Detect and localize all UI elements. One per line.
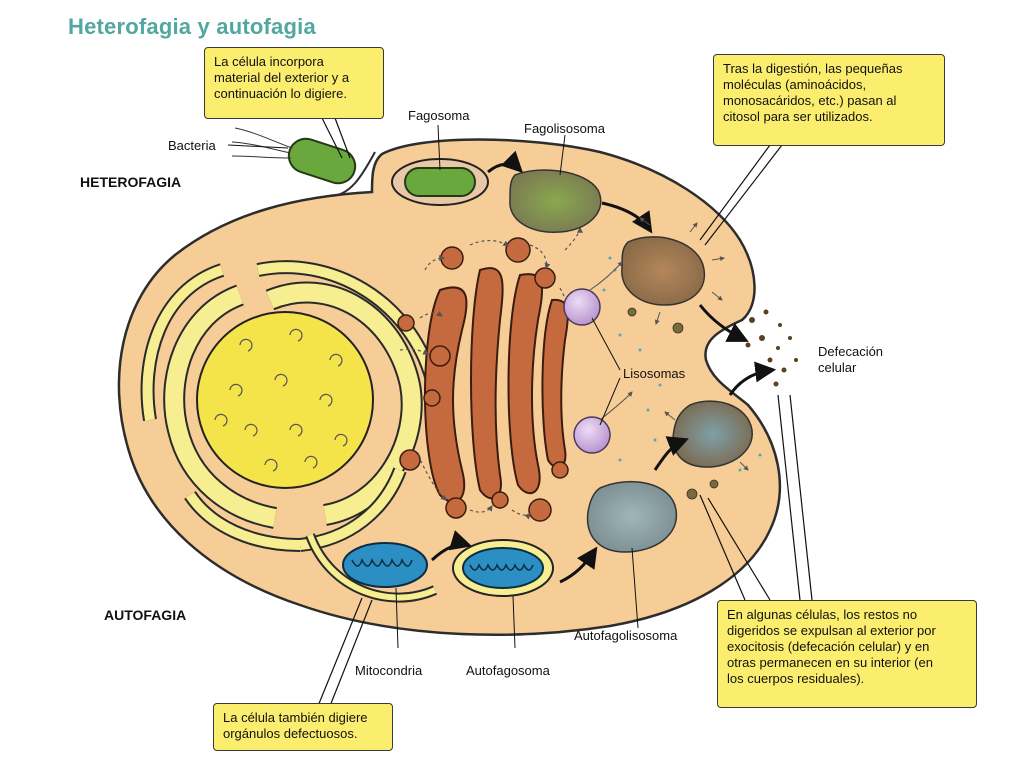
golgi-vesicles bbox=[397, 237, 569, 522]
excreted-particles bbox=[745, 309, 798, 387]
bacteria bbox=[231, 127, 357, 185]
page-title: Heterofagia y autofagia bbox=[68, 14, 316, 39]
label-lisosomas: Lisosomas bbox=[623, 366, 686, 381]
digestion-body bbox=[621, 236, 706, 306]
label-autofagosoma: Autofagosoma bbox=[466, 663, 550, 678]
endoplasmic-reticulum bbox=[140, 260, 439, 603]
label-fagolisosoma: Fagolisosoma bbox=[524, 121, 605, 136]
autophagolysosome bbox=[586, 481, 678, 553]
mitochondrion bbox=[342, 542, 428, 588]
label-defecacion-2: celular bbox=[818, 360, 857, 375]
process-arrows bbox=[430, 150, 777, 584]
label-autofagolisosoma: Autofagolisosoma bbox=[574, 628, 678, 643]
callout-pointers bbox=[317, 117, 813, 707]
nucleus bbox=[196, 311, 374, 489]
section-autofagia: AUTOFAGIA bbox=[104, 607, 187, 623]
golgi-apparatus bbox=[424, 267, 569, 503]
label-bacteria: Bacteria bbox=[168, 138, 216, 153]
phagosome bbox=[391, 158, 489, 206]
leader-lines bbox=[227, 124, 639, 649]
label-mitocondria: Mitocondria bbox=[355, 663, 423, 678]
small-particles bbox=[627, 307, 719, 500]
small-arrows bbox=[589, 217, 749, 471]
phagolysosome bbox=[509, 169, 602, 233]
autophagosome bbox=[452, 539, 554, 597]
label-fagosoma: Fagosoma bbox=[408, 108, 470, 123]
residual-body bbox=[672, 400, 753, 468]
lysosomes bbox=[563, 288, 611, 454]
cell-invagination bbox=[329, 151, 376, 197]
section-heterofagia: HETEROFAGIA bbox=[80, 174, 182, 190]
label-defecacion-1: Defecación bbox=[818, 344, 884, 359]
